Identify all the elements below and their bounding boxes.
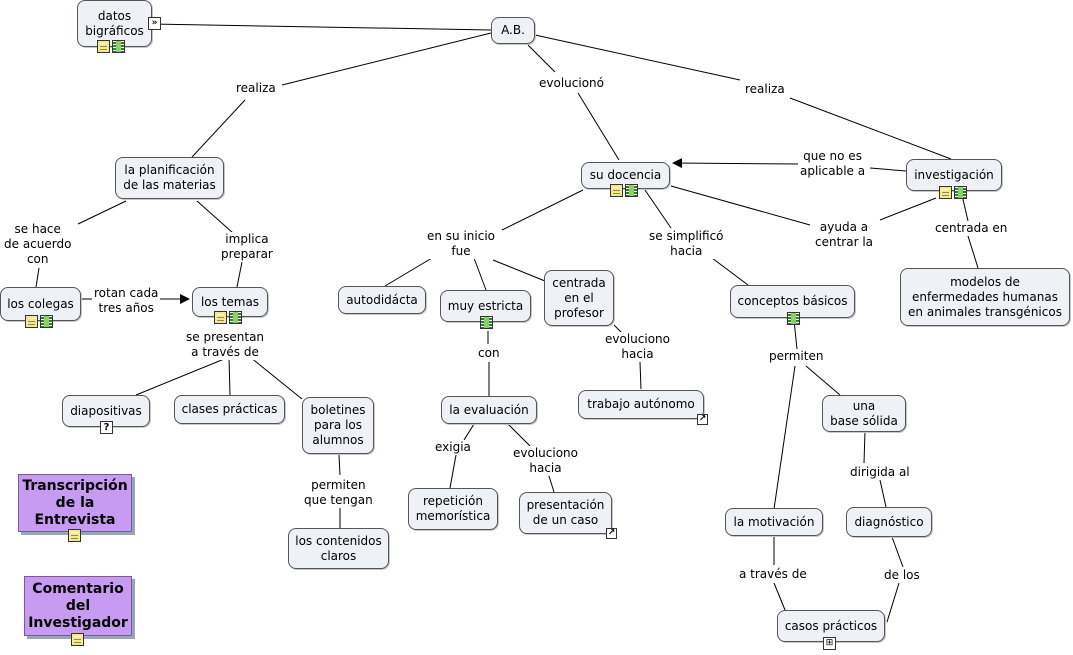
node-la-evaluacion[interactable]: la evaluación: [441, 396, 537, 424]
document-icon[interactable]: [25, 315, 38, 328]
link-label-dirigida: dirigida al: [848, 465, 912, 480]
link-label-permiten-2: permiten que tengan: [302, 478, 375, 508]
temas-resource-icons: [214, 311, 242, 324]
link-label-se-hace: se hace de acuerdo con: [2, 222, 74, 267]
transcripcion-resource-icons: [68, 529, 81, 542]
link-label-evoluciono-hacia-1: evoluciono hacia: [603, 332, 672, 362]
link-label-simplifico: se simplificó hacia: [647, 229, 726, 259]
link-label-rotan: rotan cada tres años: [92, 286, 161, 316]
node-casos-practicos[interactable]: casos prácticos: [777, 610, 885, 642]
link-label-a-traves: a través de: [737, 567, 809, 582]
conceptos-resource-icons: [787, 312, 800, 325]
link-label-inicio: en su inicio fue: [425, 229, 498, 259]
node-modelos[interactable]: modelos de enfermedades humanas en anima…: [900, 268, 1070, 326]
link-label-evoluciono-hacia-2: evoluciono hacia: [511, 446, 580, 476]
link-label-evoluciono: evolucionó: [537, 76, 606, 91]
node-boletines[interactable]: boletines para los alumnos: [302, 397, 374, 454]
comentario-resource-icons: [71, 633, 84, 646]
document-icon[interactable]: [214, 311, 227, 324]
node-repeticion[interactable]: repetición memorística: [408, 488, 498, 530]
document-icon[interactable]: [610, 184, 623, 197]
link-label-ayuda: ayuda a centrar la: [813, 220, 876, 250]
film-icon[interactable]: [229, 311, 242, 324]
node-ab[interactable]: A.B.: [491, 17, 535, 44]
colegas-resource-icons: [25, 315, 53, 328]
document-icon[interactable]: [97, 40, 110, 53]
node-comentario-investigador[interactable]: Comentario del Investigador: [24, 576, 132, 636]
link-label-de-los: de los: [882, 568, 922, 583]
node-planificacion[interactable]: la planificación de las materias: [115, 157, 224, 199]
node-diagnostico[interactable]: diagnóstico: [846, 507, 932, 537]
link-label-exigia: exigia: [433, 440, 473, 455]
film-icon[interactable]: [40, 315, 53, 328]
film-icon[interactable]: [112, 40, 125, 53]
node-clases-practicas[interactable]: clases prácticas: [174, 395, 285, 424]
node-base-solida[interactable]: una base sólida: [822, 395, 906, 432]
estricta-resource-icons: [480, 316, 493, 329]
document-icon[interactable]: [939, 186, 952, 199]
node-los-colegas[interactable]: los colegas: [0, 287, 81, 321]
node-datos-biograficos[interactable]: datos bigráficos: [77, 0, 152, 47]
film-icon[interactable]: [787, 312, 800, 325]
link-label-presentan: se presentan a través de: [184, 330, 267, 360]
node-transcripcion-entrevista[interactable]: Transcripción de la Entrevista: [18, 474, 132, 532]
node-conceptos-basicos[interactable]: conceptos básicos: [730, 285, 855, 318]
link-label-centrada-en: centrada en: [933, 221, 1010, 236]
concept-map-icon[interactable]: ⊞: [823, 637, 836, 650]
node-centrada-profesor[interactable]: centrada en el profesor: [544, 270, 614, 326]
link-label-no-aplicable: que no es aplicable a: [798, 149, 868, 179]
node-autodidacta[interactable]: autodidácta: [338, 286, 426, 314]
film-icon[interactable]: [480, 316, 493, 329]
node-contenidos-claros[interactable]: los contenidos claros: [288, 528, 389, 569]
node-la-motivacion[interactable]: la motivación: [725, 508, 823, 536]
link-label-realiza-right: realiza: [743, 82, 787, 97]
node-los-temas[interactable]: los temas: [192, 287, 268, 317]
film-icon[interactable]: [625, 184, 638, 197]
film-icon[interactable]: [954, 186, 967, 199]
link-label-implica: implica preparar: [219, 232, 275, 262]
node-trabajo-autonomo[interactable]: trabajo autónomo: [578, 390, 704, 419]
document-icon[interactable]: [71, 633, 84, 646]
document-icon[interactable]: [68, 529, 81, 542]
link-label-permiten-1: permiten: [767, 349, 826, 364]
double-chevron-icon[interactable]: »: [148, 17, 161, 30]
link-label-realiza-left: realiza: [234, 81, 278, 96]
link-label-con: con: [476, 346, 502, 361]
docencia-resource-icons: [610, 184, 638, 197]
question-icon[interactable]: ?: [100, 421, 113, 434]
shortcut-arrow-icon[interactable]: ↗: [606, 528, 617, 539]
investigacion-resource-icons: [939, 186, 967, 199]
shortcut-arrow-icon[interactable]: ↗: [697, 414, 708, 425]
node-presentacion-caso[interactable]: presentación de un caso: [519, 492, 612, 534]
datos-resource-icons: [97, 40, 125, 53]
